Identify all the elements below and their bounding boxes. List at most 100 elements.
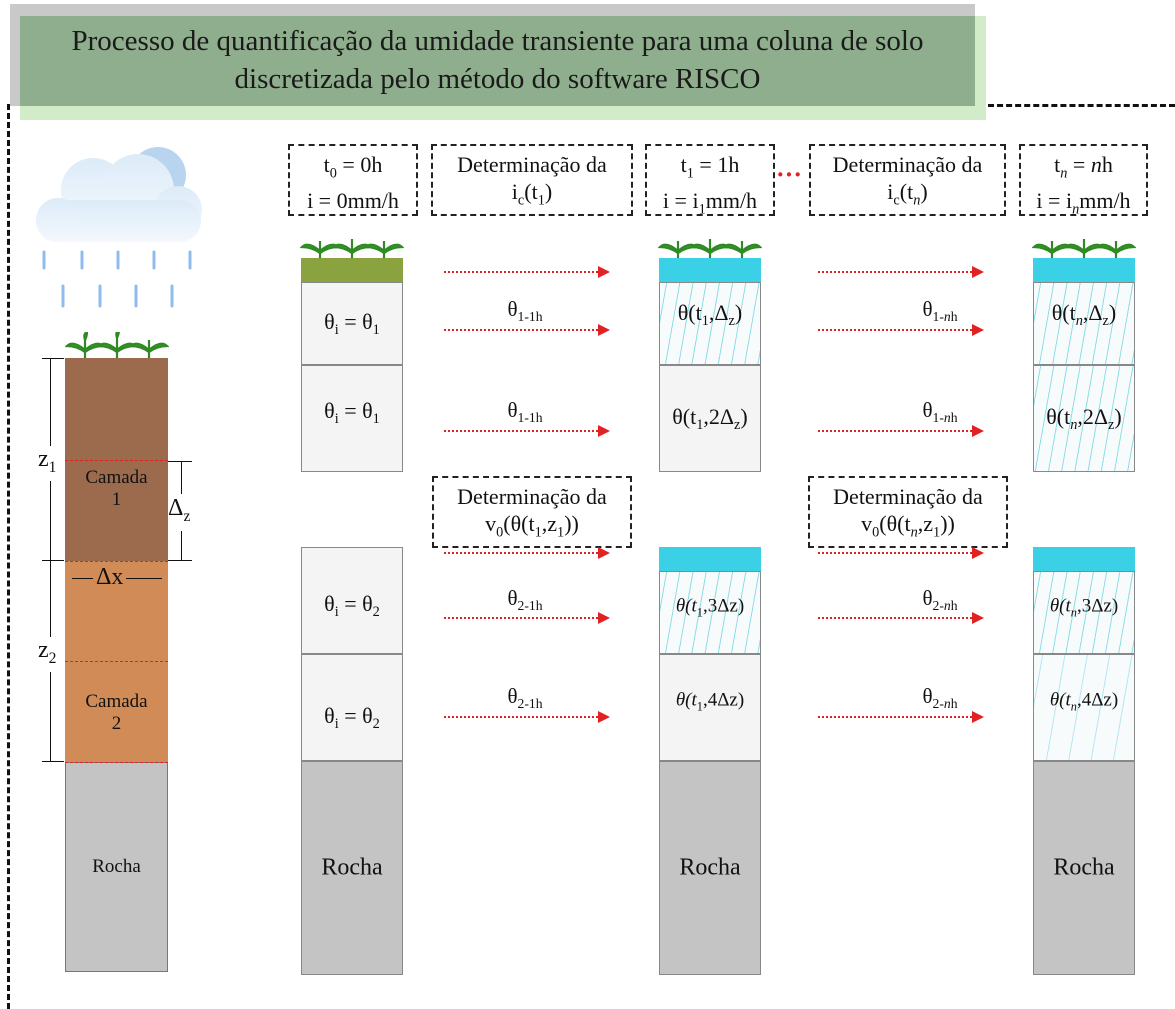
sub-a: 1- — [932, 410, 944, 426]
tn-i: i = i — [1036, 188, 1073, 214]
arrow-3-label: θ2-1h — [445, 586, 605, 614]
t0-line1: t0 = 0h — [290, 151, 416, 187]
eq: = θ — [338, 590, 373, 616]
dx-label: Δx — [93, 563, 127, 591]
z: ,z — [917, 511, 934, 536]
rock-boundary — [65, 762, 168, 763]
layer-2-label-line1: Camada — [85, 691, 148, 712]
discretization-line — [65, 661, 168, 662]
close: ) — [734, 300, 743, 326]
t1-box: t1 = 1h i = i1mm/h — [645, 144, 775, 218]
tn-box: tn = nh i = inmm/h — [1019, 144, 1148, 218]
z1-tick-top — [42, 358, 64, 359]
arrow-4-label: θ2-1h — [445, 684, 605, 712]
title-line-1: Processo de quantificação da umidade tra… — [71, 25, 924, 57]
sub: 1 — [933, 524, 941, 541]
ic1-close: ) — [544, 179, 553, 204]
coln-wetting-front — [1033, 547, 1135, 571]
delta: ,4Δz) — [1076, 689, 1119, 711]
t1-line1: t1 = 1h — [647, 151, 773, 187]
layer-2-label-line2: 2 — [111, 713, 122, 734]
tn-eq: = — [1067, 152, 1091, 177]
sub-b: h — [950, 696, 958, 712]
sub: 1-1h — [517, 309, 543, 325]
delta: ,4Δz) — [702, 689, 745, 711]
icn-line1: Determinação da — [832, 152, 983, 177]
plant-icon — [1032, 239, 1136, 261]
arrow-n2-label: θ1-nh — [860, 398, 1020, 426]
theta: θ — [507, 684, 518, 708]
t0-sub: 0 — [329, 165, 337, 182]
z2-sub: 2 — [48, 649, 57, 667]
coln-cell-2: θ(tn,2Δz) — [1033, 365, 1135, 472]
dz-sub: z — [183, 507, 191, 525]
z1-tick-bottom — [42, 560, 64, 561]
col0-cell-2-label: θi = θ1 — [302, 398, 402, 428]
sub: 1 — [557, 524, 565, 541]
arrow-3 — [444, 612, 610, 624]
discretization-line — [65, 460, 168, 461]
plant-icon — [65, 332, 169, 360]
sub: n — [1070, 605, 1077, 620]
col0-cell-2: θi = θ1 — [301, 365, 403, 472]
coln-rock-label: Rocha — [1053, 854, 1115, 881]
v0-1-line2: v0(θ(t1,z1)) — [434, 510, 630, 546]
sub: i — [334, 716, 339, 733]
arrow-n3 — [818, 612, 984, 624]
arrow-n1-label: θ1-nh — [860, 297, 1020, 325]
t1-t: t — [680, 152, 687, 177]
arrow-1 — [444, 324, 610, 336]
sub: z — [734, 416, 741, 433]
col0-surface — [301, 258, 403, 282]
v0-n-line2: v0(θ(tn,z1)) — [810, 510, 1006, 546]
delta: ,3Δz) — [702, 596, 745, 618]
arrow-surface-n — [818, 266, 984, 278]
sub: 2-1h — [517, 598, 543, 614]
col0-cell-1-label: θi = θ1 — [302, 308, 402, 338]
ic1-box: Determinação da ic(t1) — [431, 144, 633, 216]
col0-cell-3: θi = θ2 — [301, 547, 403, 654]
arrow-n2 — [818, 425, 984, 437]
sub: 2-1h — [517, 696, 543, 712]
theta-t: θ(t — [677, 300, 702, 326]
tn-h: h — [1101, 152, 1113, 177]
sub: n — [1075, 313, 1083, 330]
t0-t: t — [323, 152, 330, 177]
col0-cell-4-label: θi = θ2 — [302, 703, 402, 733]
soil-layer-1 — [65, 358, 168, 561]
coln-cell-4: θ(tn,4Δz) — [1033, 654, 1135, 761]
ic1-line2: ic(t1) — [433, 178, 631, 214]
theta: θ — [922, 684, 933, 708]
delta: ,Δ — [708, 300, 729, 326]
sub: i — [334, 411, 339, 428]
theta: (θ(t — [503, 511, 535, 536]
arrow-n4 — [818, 711, 984, 723]
ic1-line1: Determinação da — [457, 152, 607, 177]
close: ) — [740, 403, 748, 429]
sub: i — [334, 321, 339, 338]
col0-rock: Rocha — [301, 761, 403, 975]
close: )) — [564, 511, 579, 536]
theta-t: θ(t — [1049, 689, 1071, 711]
col0-cell-4: θi = θ2 — [301, 654, 403, 761]
t0-value: = 0h — [336, 152, 383, 177]
theta: θ — [507, 398, 518, 422]
sub: 1-nh — [933, 309, 958, 324]
ic1-t-sub: 1 — [537, 192, 545, 209]
v0-box-1: Determinação da v0(θ(t1,z1)) — [432, 476, 632, 548]
sub: 1 — [534, 524, 542, 541]
dz-text: Δ — [168, 495, 184, 521]
coln-cell-4-label: θ(tn,4Δz) — [1034, 690, 1134, 715]
sub: 0 — [496, 524, 504, 541]
sub: 1 — [696, 699, 703, 714]
t0-box: t0 = 0h i = 0mm/h — [288, 144, 418, 216]
coln-cell-2-label: θ(tn,2Δz) — [1034, 403, 1134, 433]
z1-label: z1 — [38, 446, 57, 481]
theta: θ — [922, 398, 933, 422]
dz-tick-top — [168, 461, 192, 462]
icn-line2: ic(tn) — [811, 178, 1004, 214]
eq: = θ — [338, 398, 373, 424]
t1-sub: 1 — [686, 165, 694, 182]
z: ,z — [541, 511, 558, 536]
layer-boundary — [65, 561, 168, 562]
